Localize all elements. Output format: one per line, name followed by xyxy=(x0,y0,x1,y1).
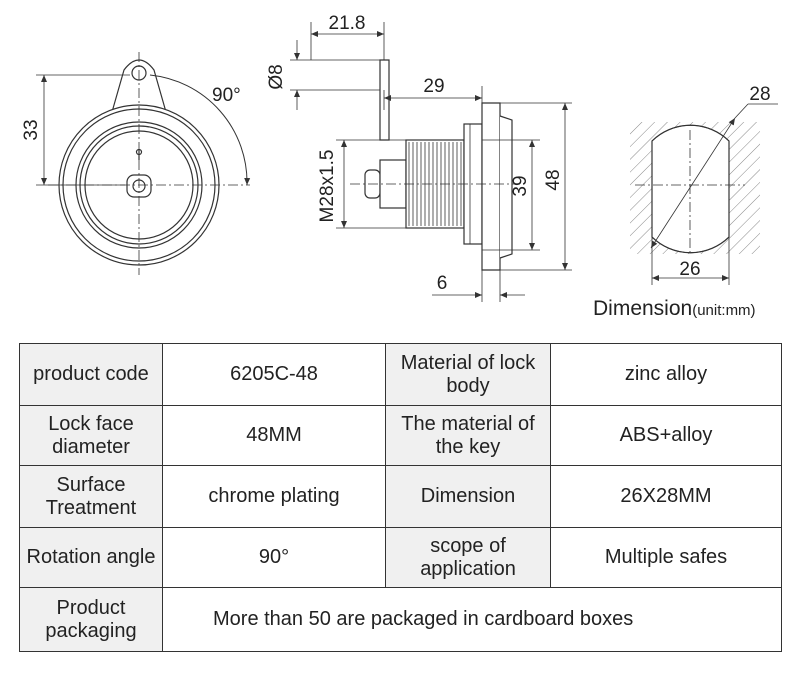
table-row: Rotation angle 90° scope of application … xyxy=(19,527,782,588)
side-hole-label: Ø8 xyxy=(266,64,287,89)
table-row: Product packaging More than 50 are packa… xyxy=(19,587,782,652)
table-cell-label: Material of lock body xyxy=(385,343,551,406)
table-cell-value: zinc alloy xyxy=(550,343,782,406)
table-cell-value: 48MM xyxy=(162,405,386,466)
front-angle-label: 90° xyxy=(212,85,241,106)
table-cell-value: Multiple safes xyxy=(550,527,782,588)
table-cell-value: More than 50 are packaged in cardboard b… xyxy=(162,587,782,652)
side-length-label: 29 xyxy=(423,76,444,97)
front-view xyxy=(36,52,251,275)
table-cell-label: Dimension xyxy=(385,465,551,528)
table-cell-label: scope of application xyxy=(385,527,551,588)
section-view xyxy=(630,103,778,285)
table-cell-value: ABS+alloy xyxy=(550,405,782,466)
table-row: Lock face diameter 48MM The material of … xyxy=(19,405,782,466)
dimension-caption: Dimension(unit:mm) xyxy=(593,297,756,320)
table-cell-label: The material of the key xyxy=(385,405,551,466)
table-cell-label: product code xyxy=(19,343,163,406)
front-height-label: 33 xyxy=(21,119,42,140)
technical-drawing: 33 90° xyxy=(21,13,778,320)
side-flange-label: 6 xyxy=(437,273,448,294)
table-row: Surface Treatment chrome plating Dimensi… xyxy=(19,465,782,528)
dimension-caption-unit: (unit:mm) xyxy=(692,302,755,319)
table-cell-value: chrome plating xyxy=(162,465,386,528)
table-cell-label: Surface Treatment xyxy=(19,465,163,528)
spec-table: product code 6205C-48 Material of lock b… xyxy=(19,343,782,652)
table-cell-value: 90° xyxy=(162,527,386,588)
section-flat-label: 26 xyxy=(679,259,700,280)
side-top-width-label: 21.8 xyxy=(329,13,366,34)
side-view xyxy=(290,22,572,302)
table-cell-label: Product packaging xyxy=(19,587,163,652)
side-inner-height-label: 39 xyxy=(510,175,531,196)
table-cell-value: 26X28MM xyxy=(550,465,782,528)
section-diameter-label: 28 xyxy=(749,84,770,105)
table-row: product code 6205C-48 Material of lock b… xyxy=(19,343,782,406)
side-outer-height-label: 48 xyxy=(543,169,564,190)
table-cell-label: Rotation angle xyxy=(19,527,163,588)
side-thread-label: M28x1.5 xyxy=(317,150,338,223)
table-cell-label: Lock face diameter xyxy=(19,405,163,466)
table-cell-value: 6205C-48 xyxy=(162,343,386,406)
dimension-caption-main: Dimension xyxy=(593,297,692,320)
